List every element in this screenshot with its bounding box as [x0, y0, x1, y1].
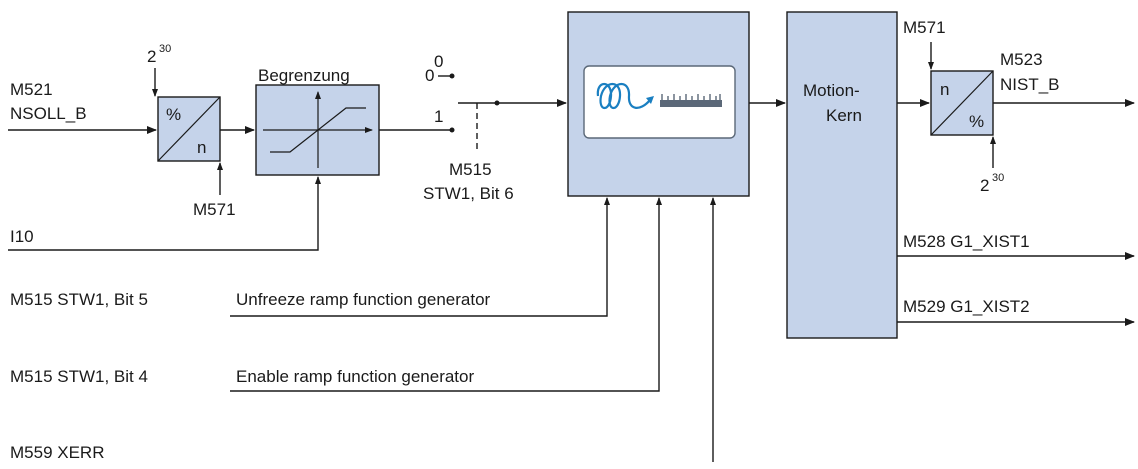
ramp-spiral-scale-icon [596, 82, 722, 110]
spiral-arrow-icon [646, 96, 654, 104]
switch-control-label-2: STW1, Bit 6 [423, 184, 514, 203]
scaling-out-n: n [940, 80, 949, 99]
switch-pos0-top: 0 [434, 52, 443, 71]
scale-bar-icon [660, 100, 722, 107]
i10-line [8, 176, 321, 251]
input-m515-bit4-label: M515 STW1, Bit 4 [10, 367, 148, 386]
switch-contact-0 [449, 73, 455, 79]
unfreeze-line [230, 197, 610, 317]
limiter-title: Begrenzung [258, 66, 350, 85]
unfreeze-signal-label: Unfreeze ramp function generator [236, 290, 491, 309]
output-nist-b-label: NIST_B [1000, 75, 1060, 94]
input-nsoll-b-label: NSOLL_B [10, 104, 87, 123]
scaling-out-exp-base: 2 [980, 176, 989, 195]
scaling-out-diagonal [930, 70, 994, 136]
motion-kern-label-1: Motion- [803, 81, 860, 100]
motion-kern-block: Motion- Kern [786, 11, 898, 339]
scaling-out-m571: M571 [903, 18, 946, 37]
limiter-block [255, 84, 380, 176]
scaling-in-n: n [197, 138, 206, 157]
motion-kern-box [786, 11, 898, 339]
input-m515-bit5-label: M515 STW1, Bit 5 [10, 290, 148, 309]
switch-control-label-1: M515 [449, 160, 492, 179]
spiral-icon [596, 82, 651, 110]
switch-contact-1 [449, 127, 455, 133]
scale-ticks-icon [661, 94, 721, 100]
scaling-out-percent: % [969, 112, 984, 131]
input-m559-label: M559 XERR [10, 443, 104, 462]
scaling-in-diagonal [157, 96, 221, 162]
switch-pos1-label: 1 [434, 107, 443, 126]
input-m521-label: M521 [10, 80, 53, 99]
scaling-in-exp-power: 30 [159, 43, 171, 55]
scaling-in-m571: M571 [193, 200, 236, 219]
ramp-function-generator-block [567, 11, 750, 197]
motion-kern-label-2: Kern [826, 106, 862, 125]
limiter-curve [270, 107, 366, 153]
enable-line [230, 197, 662, 392]
scaling-in-exp-base: 2 [147, 47, 156, 66]
output-m523-label: M523 [1000, 50, 1043, 69]
enable-signal-label: Enable ramp function generator [236, 367, 474, 386]
output-m528-label: M528 G1_XIST1 [903, 232, 1030, 251]
scaling-block-out: n % [930, 70, 994, 136]
selector-switch: 0 0 1 [425, 52, 500, 152]
output-m529-label: M529 G1_XIST2 [903, 297, 1030, 316]
input-i10-label: I10 [10, 227, 34, 246]
scaling-out-exp-power: 30 [992, 172, 1004, 184]
scaling-in-percent: % [166, 105, 181, 124]
scaling-block-in: % n [157, 96, 221, 162]
switch-pos0-left: 0 [425, 66, 434, 85]
